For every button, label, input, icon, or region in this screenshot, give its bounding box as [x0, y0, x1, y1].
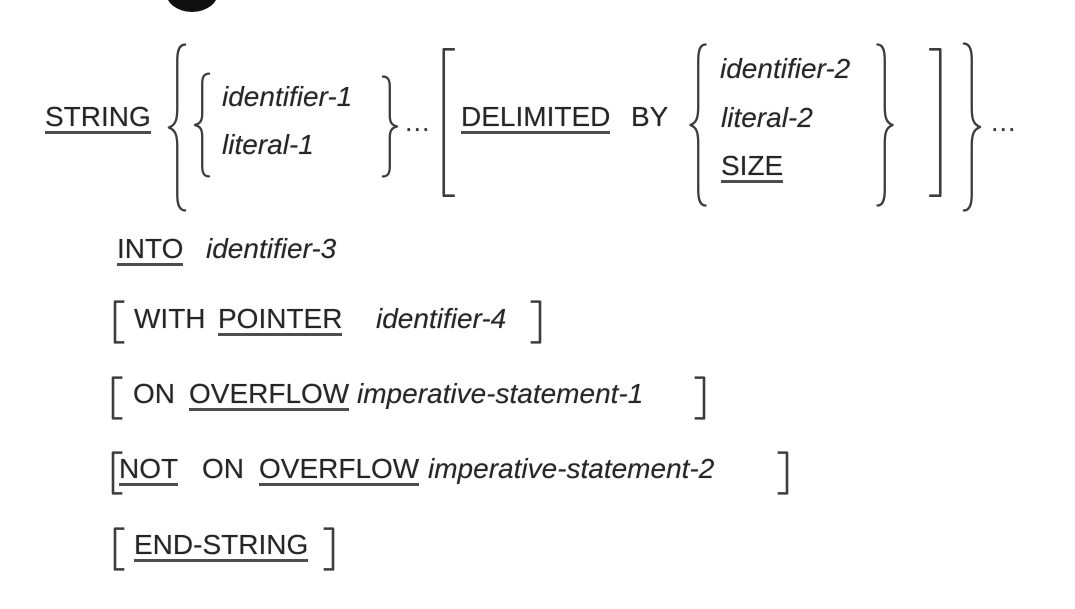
- keyword-overflow: OVERFLOW: [189, 378, 350, 411]
- keyword-by: BY: [631, 101, 669, 132]
- keyword-not: NOT: [119, 453, 179, 486]
- outer-brace-open-icon: [162, 42, 192, 213]
- keyword-delimited: DELIMITED: [461, 101, 611, 134]
- keyword-on: ON: [133, 378, 175, 409]
- cropped-letter-glyph: [166, 0, 218, 12]
- delimiter-brace-open-icon: [684, 42, 712, 208]
- inner-brace-open-icon: [189, 72, 215, 178]
- inner-brace-close-icon: [377, 75, 403, 178]
- operand-literal-2: literal-2: [721, 102, 813, 133]
- keyword-pointer: POINTER: [218, 303, 343, 336]
- outer-brace-close-icon: [957, 41, 987, 213]
- bracket-open-icon: [109, 377, 125, 419]
- bracket-open-icon: [439, 47, 458, 198]
- delimiter-brace-close-icon: [871, 42, 899, 208]
- keyword-with: WITH: [134, 303, 206, 334]
- operand-identifier-2: identifier-2: [720, 53, 851, 84]
- operand-imperative-statement-2: imperative-statement-2: [428, 453, 715, 484]
- bracket-close-icon: [321, 528, 337, 570]
- keyword-string: STRING: [45, 101, 151, 134]
- bracket-open-icon: [111, 528, 127, 570]
- bracket-close-icon: [775, 452, 791, 494]
- operand-identifier-1: identifier-1: [222, 81, 353, 112]
- bracket-open-icon: [111, 301, 127, 343]
- operand-identifier-4: identifier-4: [376, 303, 507, 334]
- keyword-end-string: END-STRING: [134, 529, 309, 562]
- bracket-close-icon: [528, 301, 544, 343]
- keyword-into: INTO: [117, 233, 184, 266]
- keyword-size: SIZE: [721, 150, 784, 183]
- repeat-ellipsis: ...: [991, 107, 1017, 137]
- bracket-close-icon: [926, 47, 945, 198]
- operand-identifier-3: identifier-3: [206, 233, 337, 264]
- bracket-close-icon: [692, 377, 708, 419]
- keyword-overflow: OVERFLOW: [259, 453, 420, 486]
- bracket-open-icon: [109, 452, 125, 494]
- keyword-on: ON: [202, 453, 244, 484]
- repeat-ellipsis: ...: [405, 107, 431, 137]
- operand-literal-1: literal-1: [222, 129, 314, 160]
- operand-imperative-statement-1: imperative-statement-1: [357, 378, 644, 409]
